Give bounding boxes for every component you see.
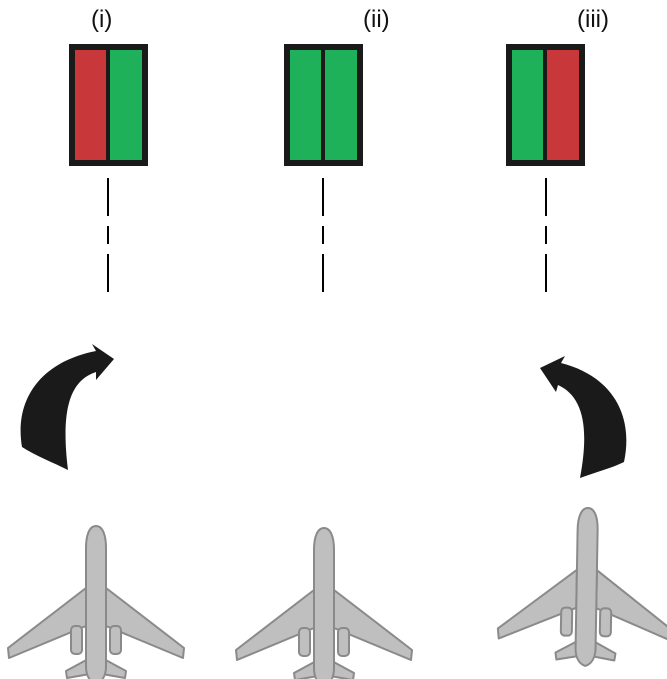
- indicator-iii: [506, 44, 585, 166]
- indicator-ii: [284, 44, 363, 166]
- turn-left-arrow-icon: [20, 344, 115, 470]
- indicator-i: [69, 44, 148, 166]
- indicator-light-right-iii: [547, 50, 579, 160]
- aircraft-icon-ii: [235, 527, 413, 679]
- aircraft-icon-i: [7, 525, 185, 679]
- aircraft-icon-iii: [496, 505, 667, 669]
- panel-label-ii: (ii): [363, 6, 390, 33]
- turn-right-arrow-icon: [540, 356, 627, 478]
- indicator-light-left-ii: [290, 50, 321, 160]
- indicator-light-left-iii: [512, 50, 543, 160]
- indicator-light-right-i: [110, 50, 142, 160]
- indicator-light-right-ii: [325, 50, 357, 160]
- panel-label-iii: (iii): [577, 6, 609, 33]
- panel-label-i: (i): [91, 6, 113, 33]
- indicator-light-left-i: [75, 50, 106, 160]
